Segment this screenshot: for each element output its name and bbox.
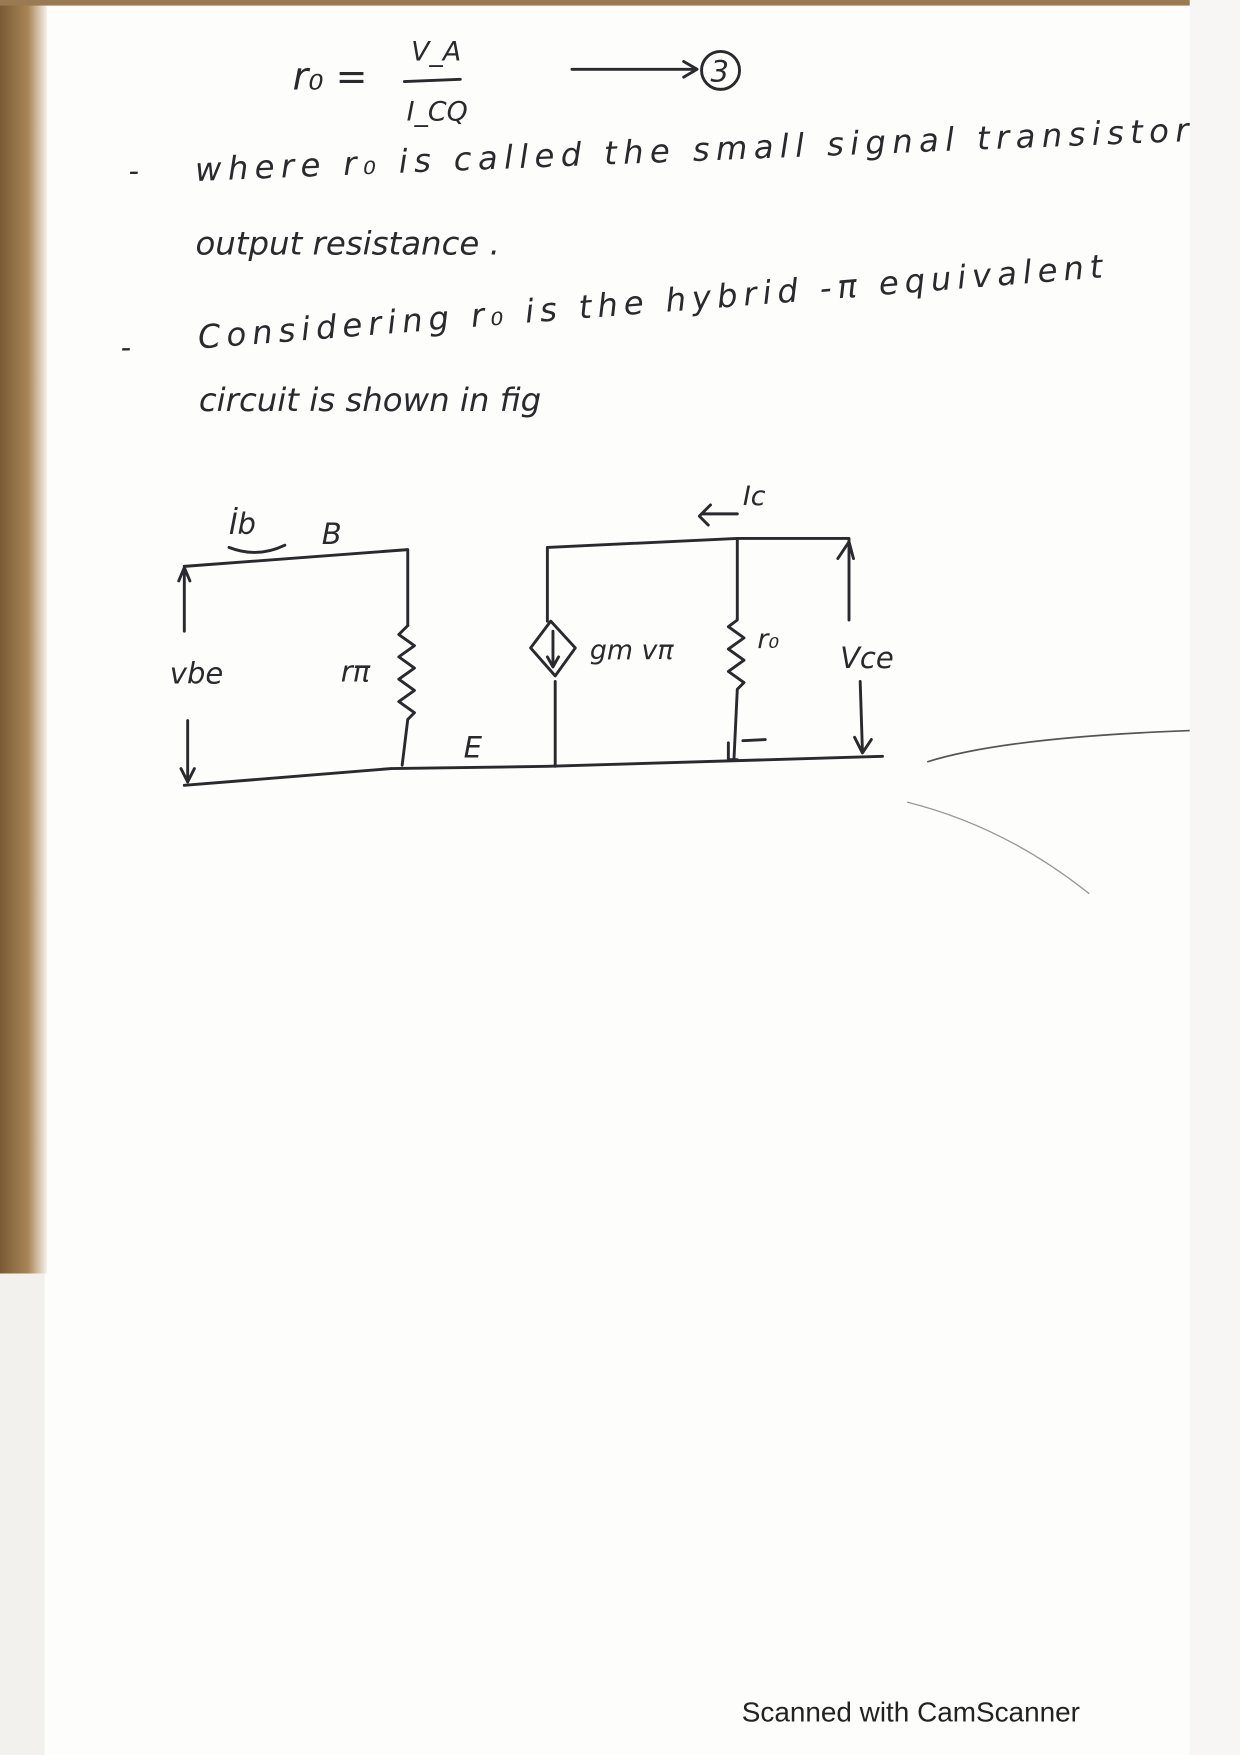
source-arrow-down-icon (545, 629, 561, 669)
page-top-edge (0, 0, 1240, 6)
arrow-icon (570, 59, 699, 79)
collector-wire (545, 537, 851, 622)
collector-current-label: Ic (743, 481, 766, 512)
r-pi-label: rπ (341, 654, 371, 688)
collector-current-arrow-icon (697, 503, 739, 527)
emitter-node-label: E (464, 730, 483, 764)
paragraph-1-line-2: output resistance . (195, 225, 499, 263)
source-branch-wire (545, 545, 557, 768)
vbe-arrow-up-icon (177, 564, 192, 633)
r-o-resistor (726, 537, 746, 762)
vce-label: Vce (840, 641, 894, 675)
emitter-ground-wire (182, 754, 884, 787)
r-o-label: r₀ (757, 624, 779, 655)
base-node-label: B (322, 517, 342, 551)
vbe-label: vbe (170, 657, 223, 691)
hybrid-pi-circuit: İb B vbe rπ E gm vπ r₀ Vce Ic (170, 481, 894, 787)
base-current-label: İb (229, 507, 256, 541)
vbe-arrow-down-icon (179, 719, 196, 784)
formula-numerator: V_A (411, 36, 461, 67)
r-o-ground-mark (726, 738, 767, 762)
formula-lhs: r₀ = (293, 54, 368, 98)
vce-arrow-up-icon (836, 540, 855, 561)
stray-pen-mark (906, 801, 1090, 895)
dependent-current-source-icon (529, 619, 577, 678)
equation-number-circle (700, 49, 741, 91)
formula-denominator: I_CQ (407, 97, 468, 128)
fraction-bar (402, 77, 462, 84)
stray-pen-mark (926, 729, 1190, 763)
vce-arrow-down-icon (853, 679, 873, 755)
page-left-edge (0, 0, 47, 1274)
equation-number: 3 (710, 55, 728, 89)
dependent-source-label: gm vπ (590, 635, 674, 666)
bullet: - (121, 330, 131, 364)
base-wire (182, 548, 410, 628)
camscanner-watermark: Scanned with CamScanner (742, 1696, 1080, 1727)
paragraph-2-line-2: circuit is shown in fig (199, 381, 541, 419)
formula: r₀ = V_A I_CQ 3 (293, 36, 741, 128)
r-pi-resistor (397, 624, 416, 767)
page-right-shadow (1189, 0, 1240, 1755)
page-left-edge-lower (0, 1273, 45, 1755)
base-current-arrow-icon (227, 543, 287, 554)
bullet: - (128, 154, 138, 188)
